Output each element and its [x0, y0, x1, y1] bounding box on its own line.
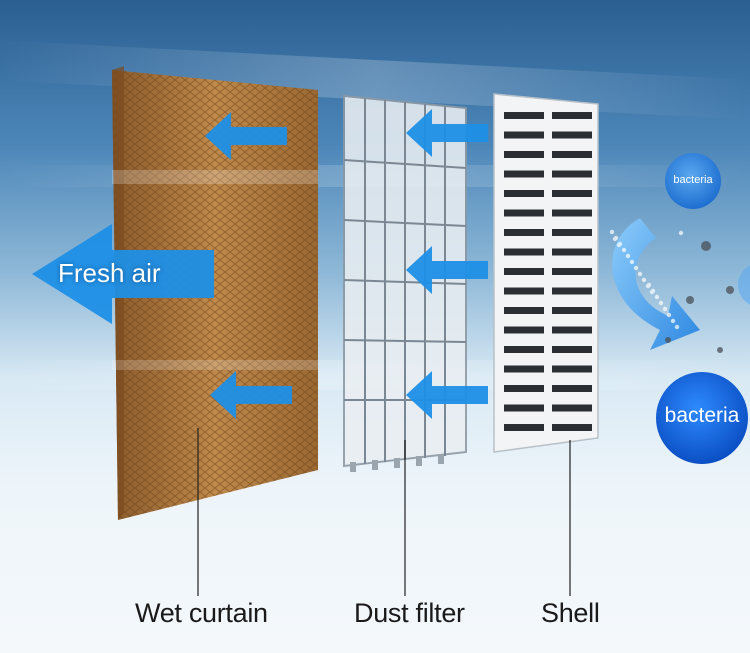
wet-curtain-panel	[112, 66, 318, 520]
swirl-dot	[678, 230, 684, 236]
shell-slat	[552, 287, 592, 295]
dust-filter-caption: Dust filter	[354, 598, 465, 628]
bacteria-bubble-small	[665, 153, 721, 209]
shell-slat	[552, 248, 592, 256]
airflow-arrow	[205, 112, 287, 160]
shell-slat	[504, 268, 544, 275]
shell-slat	[552, 346, 592, 353]
swirl-dot	[621, 247, 627, 253]
shell-slat	[504, 190, 544, 197]
shell-slat	[504, 151, 544, 158]
shell-slat	[552, 307, 592, 314]
shell-slat	[504, 131, 544, 139]
shell-slat	[552, 424, 592, 431]
swirl-dot	[658, 300, 664, 306]
swirl-dot	[616, 242, 622, 248]
airflow-arrow	[406, 109, 488, 157]
shell-slat	[552, 229, 592, 236]
shell-slat	[552, 268, 592, 275]
shell-slat	[504, 209, 544, 217]
swirl-dot	[625, 253, 631, 259]
airflow-arrows	[32, 109, 488, 419]
swirl-dot	[670, 318, 676, 324]
shell-slat	[504, 170, 544, 178]
shell-slat	[504, 346, 544, 353]
shell-slat	[504, 248, 544, 256]
swirl-dot	[633, 265, 639, 271]
shell-slat	[504, 287, 544, 295]
shell-slat	[504, 424, 544, 431]
dust-filter-panel	[343, 94, 467, 472]
shell-caption: Shell	[541, 598, 600, 628]
shell-slat	[504, 404, 544, 412]
bacteria-bubble-edge	[738, 265, 750, 305]
purification-swirl	[609, 218, 734, 353]
shell-slat	[552, 131, 592, 139]
bacteria-label-small: bacteria	[673, 174, 713, 186]
shell-slat	[552, 365, 592, 373]
swirl-dot	[666, 312, 672, 318]
airflow-arrow	[406, 371, 488, 419]
swirl-dot	[637, 271, 643, 277]
shell-slat	[552, 151, 592, 158]
bacteria-label-large: bacteria	[664, 404, 740, 427]
swirl-dot	[641, 277, 647, 283]
wet-curtain-caption: Wet curtain	[135, 598, 268, 628]
shell-slat	[552, 404, 592, 412]
shell-slat	[552, 209, 592, 217]
swirl-dot	[612, 236, 618, 242]
fresh-air-arrow	[32, 224, 214, 324]
shell-slat	[552, 190, 592, 197]
swirl-dot	[629, 259, 635, 265]
shell-slat	[504, 365, 544, 373]
swirl-dot	[649, 289, 655, 295]
swirl-dot	[645, 283, 651, 289]
swirl-dot	[674, 324, 680, 330]
shell-slat	[504, 229, 544, 236]
leader-lines	[197, 428, 571, 596]
shell-slat	[552, 326, 592, 334]
swirl-dot	[609, 229, 615, 235]
fresh-air-label: Fresh air	[58, 258, 161, 288]
swirl-dot	[654, 294, 660, 300]
bacteria-bubble-large	[656, 372, 748, 464]
swirl-dot	[662, 306, 668, 312]
airflow-arrow	[406, 246, 488, 294]
shell-slat	[504, 112, 544, 119]
airflow-arrow	[210, 371, 292, 419]
shell-slat	[504, 326, 544, 334]
shell-slat	[552, 112, 592, 119]
shell-slat	[504, 307, 544, 314]
shell-slat	[552, 385, 592, 392]
shell-panel	[493, 93, 599, 453]
shell-slat	[504, 385, 544, 392]
shell-slat	[552, 170, 592, 178]
